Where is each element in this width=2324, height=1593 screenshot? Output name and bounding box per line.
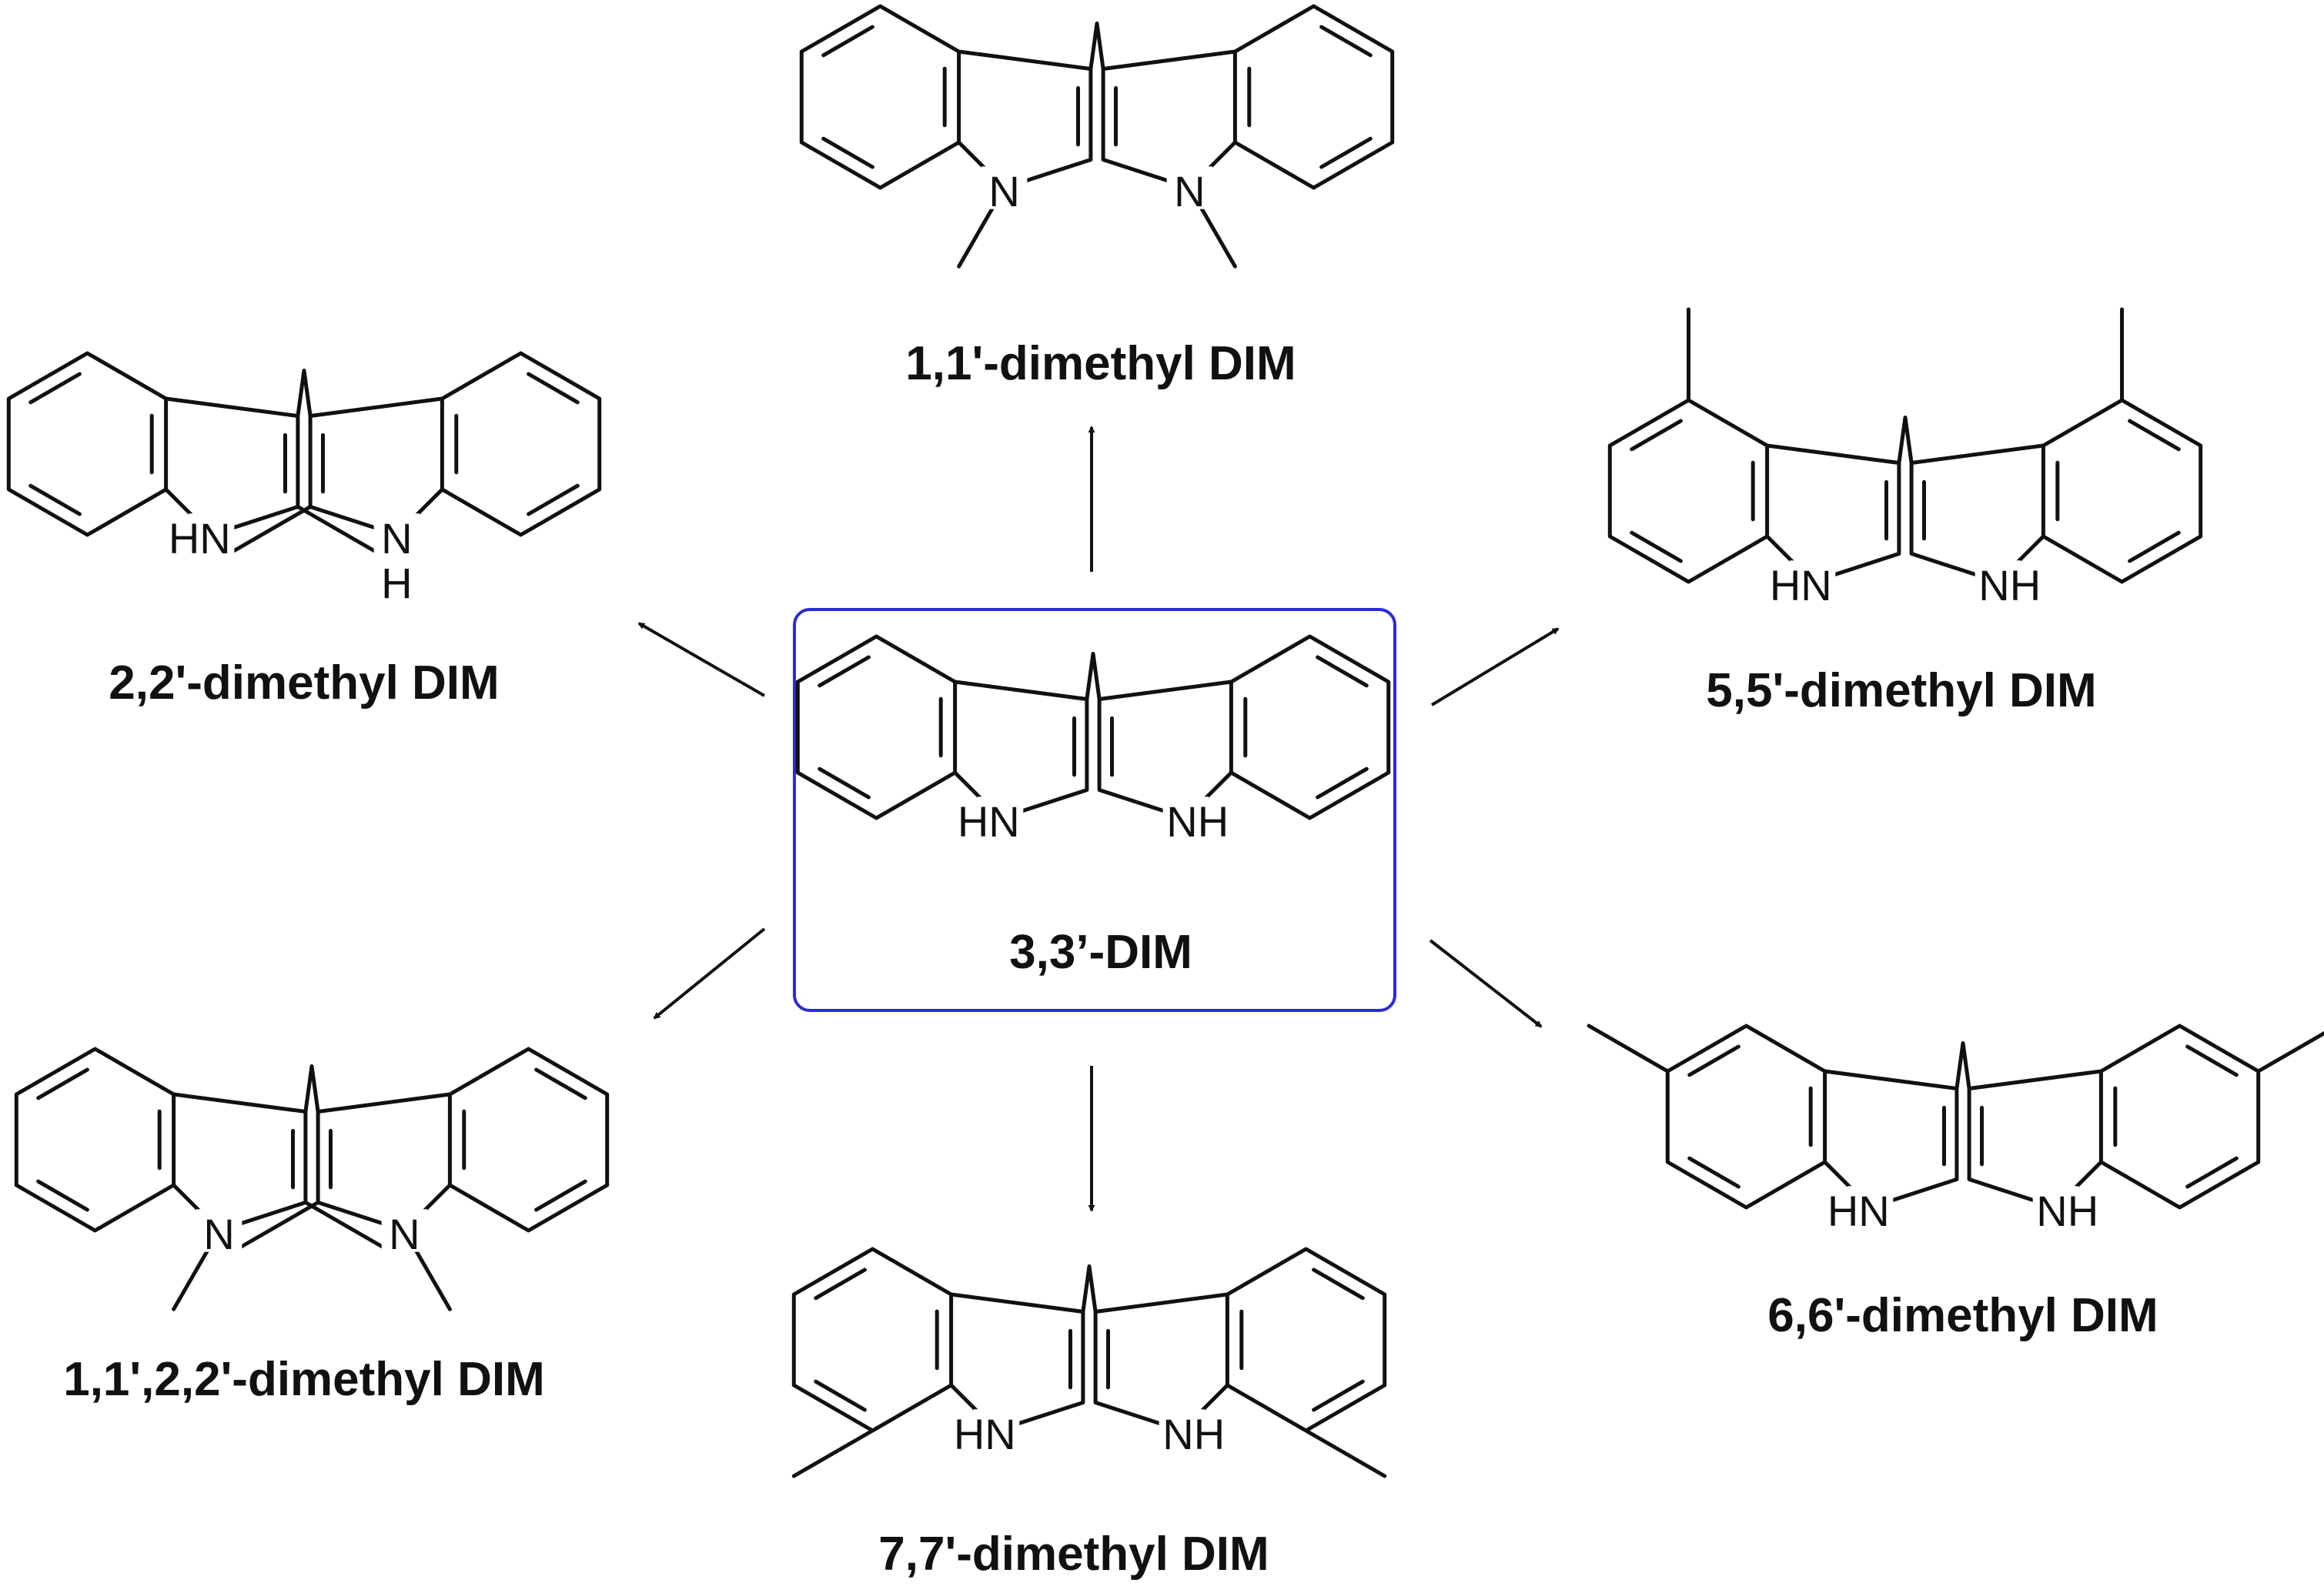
atom-nh-right: NH xyxy=(1166,797,1229,846)
molecule-3-3-dim: HN NH xyxy=(795,634,1391,846)
atom-n-right: N xyxy=(1174,167,1205,215)
label-1-1-2-2-dimethyl-dim: 1,1',2,2'-dimethyl DIM xyxy=(63,1353,545,1406)
atom-mask xyxy=(1975,560,2021,603)
atom-n-right: N xyxy=(389,1210,420,1258)
atom-h-right: H xyxy=(381,559,412,608)
atom-mask xyxy=(1159,1409,1205,1452)
molecule-7-7-dimethyl-dim: HN NH xyxy=(791,1247,1387,1478)
molecule-2-2-dimethyl-dim: HN NH xyxy=(6,351,602,608)
label-6-6-dimethyl-dim: 6,6'-dimethyl DIM xyxy=(1767,1289,2158,1342)
atom-hn-left: HN xyxy=(954,1410,1016,1458)
atom-hn-left: HN xyxy=(958,797,1020,846)
atom-mask xyxy=(973,1409,1020,1452)
bond-lines xyxy=(791,1247,1387,1478)
atom-mask xyxy=(981,166,1028,209)
bond-lines xyxy=(799,4,1395,269)
atom-n-left: N xyxy=(203,1210,234,1258)
atom-mask xyxy=(188,513,235,556)
label-3-3-dim: 3,3’-DIM xyxy=(1009,926,1192,979)
atom-hn-left: HN xyxy=(169,514,231,563)
atom-n-right: N xyxy=(381,514,412,563)
bond-lines xyxy=(6,351,602,554)
atom-mask xyxy=(1162,796,1209,840)
bond-lines xyxy=(1607,307,2203,584)
center-box xyxy=(793,608,1396,1012)
label-5-5-dimethyl-dim: 5,5'-dimethyl DIM xyxy=(1706,664,2096,717)
atom-mask xyxy=(373,513,420,556)
atom-n-left: N xyxy=(988,167,1019,215)
arrow-to-6-6-dimethyl xyxy=(1429,939,1543,1028)
arrow-to-2-2-dimethyl xyxy=(637,622,765,697)
bond-lines xyxy=(14,1047,610,1311)
molecule-6-6-dimethyl-dim: HN NH xyxy=(1587,1024,2324,1235)
atom-mask xyxy=(196,1209,242,1252)
atom-mask xyxy=(1789,560,1836,603)
atom-nh-right: NH xyxy=(1162,1410,1225,1458)
atom-mask xyxy=(2032,1186,2079,1229)
label-1-1-dimethyl-dim: 1,1'-dimethyl DIM xyxy=(905,337,1296,390)
atom-mask xyxy=(1166,166,1213,209)
arrow-to-1-1-2-2-dimethyl xyxy=(653,927,766,1020)
atom-nh-right: NH xyxy=(1978,561,2041,609)
atom-nh-right: NH xyxy=(2036,1187,2098,1235)
label-2-2-dimethyl-dim: 2,2'-dimethyl DIM xyxy=(109,656,499,710)
bond-lines xyxy=(795,634,1391,820)
molecule-5-5-dimethyl-dim: HN NH xyxy=(1607,307,2203,609)
atom-hn-left: HN xyxy=(1827,1187,1890,1235)
atom-mask xyxy=(381,1209,428,1252)
label-7-7-dimethyl-dim: 7,7'-dimethyl DIM xyxy=(878,1528,1269,1581)
bond-lines xyxy=(1587,1024,2324,1210)
atom-mask xyxy=(1847,1186,1894,1229)
atom-mask xyxy=(977,796,1024,840)
arrow-to-5-5-dimethyl xyxy=(1430,627,1560,706)
atom-hn-left: HN xyxy=(1770,561,1832,609)
